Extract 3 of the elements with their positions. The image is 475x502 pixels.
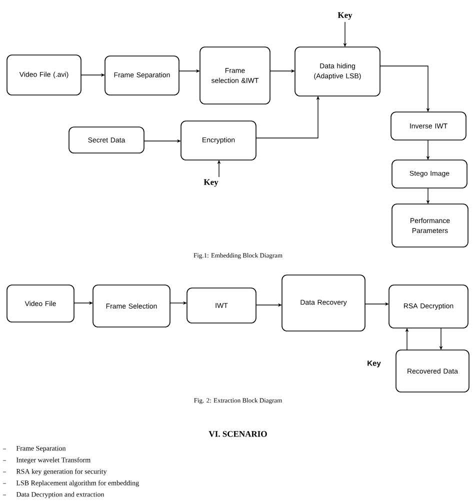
key-label: Key [338,12,352,20]
section-heading: VI. SCENARIO [208,431,267,437]
key-label: Key [204,179,218,187]
